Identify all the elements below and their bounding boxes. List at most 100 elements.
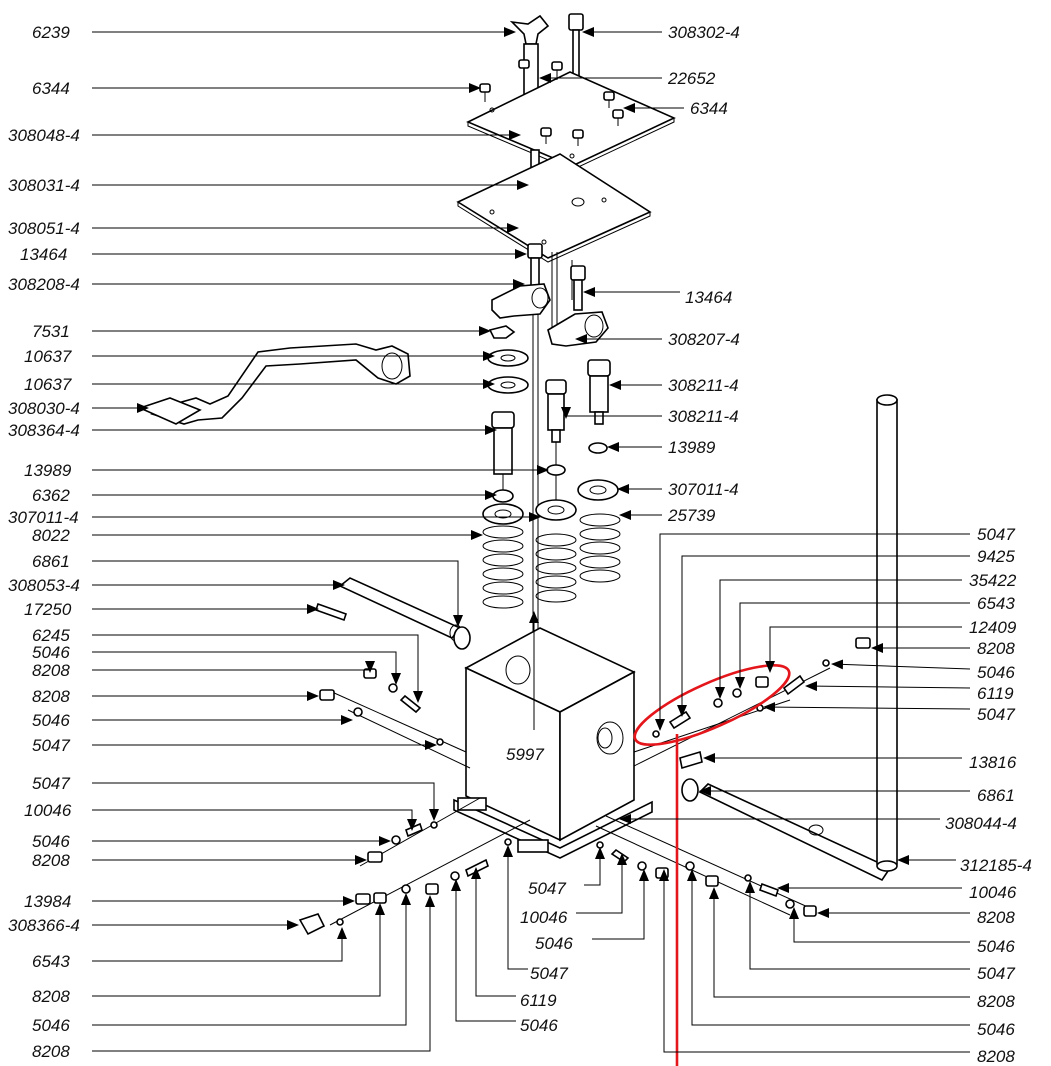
part-label-308208-4: 308208-4: [8, 275, 80, 294]
washer-10637-b: [487, 376, 529, 394]
part-label-22652: 22652: [667, 69, 716, 88]
part-label-308364-4: 308364-4: [8, 421, 80, 440]
part-label-6119-b: 6119: [520, 991, 557, 1010]
part-label-6344-a: 6344: [32, 79, 70, 98]
part-label-13816: 13816: [969, 753, 1017, 772]
part-label-5046-b: 5046: [32, 711, 70, 730]
cam-308208-4: [491, 283, 551, 319]
part-label-5047-f: 5047: [528, 879, 566, 898]
part-label-307011-4-b: 307011-4: [668, 480, 739, 499]
leader-lines: [92, 27, 971, 1053]
part-label-308207-4: 308207-4: [668, 330, 740, 349]
part-label-9425: 9425: [977, 547, 1015, 566]
tube-312185-4: [876, 394, 898, 872]
shaft-right: [698, 783, 892, 882]
part-label-5046-i: 5046: [520, 1016, 558, 1035]
part-label-12409: 12409: [969, 618, 1017, 637]
part-label-308053-4: 308053-4: [8, 576, 80, 595]
shaft-308053-4: [314, 577, 471, 650]
part-label-308030-4: 308030-4: [8, 399, 80, 418]
part-label-10046-c: 10046: [520, 908, 568, 927]
part-label-6543-b: 6543: [977, 594, 1015, 613]
part-label-8208-c: 8208: [32, 851, 70, 870]
part-label-10637-b: 10637: [24, 375, 72, 394]
part-label-6362: 6362: [32, 486, 70, 505]
part-label-308302-4: 308302-4: [668, 23, 740, 42]
part-label-8022: 8022: [32, 526, 70, 545]
part-label-8208-f: 8208: [977, 639, 1015, 658]
part-label-10637-a: 10637: [24, 347, 72, 366]
part-label-308048-4: 308048-4: [8, 126, 80, 145]
spring-25739: [579, 513, 621, 583]
part-label-13989-a: 13989: [24, 461, 72, 480]
part-label-6119-a: 6119: [977, 684, 1014, 703]
part-label-312185-4: 312185-4: [960, 856, 1032, 875]
spring-8022: [482, 525, 524, 609]
part-label-13464-a: 13464: [20, 245, 67, 264]
part-label-10046-b: 10046: [969, 883, 1017, 902]
part-label-13989-b: 13989: [668, 438, 716, 457]
plate-308051-4: [456, 153, 652, 259]
part-label-25739: 25739: [667, 506, 716, 525]
plunger-308364-4: [491, 411, 515, 494]
plunger-308211-4-a: [587, 359, 611, 425]
part-label-5047-c: 5047: [977, 525, 1015, 544]
part-label-6861-a: 6861: [32, 552, 70, 571]
labels-left: 6239 6344 308048-4 308031-4 308051-4 13464 308…: [8, 23, 80, 1061]
part-label-5046-g: 5046: [977, 1020, 1015, 1039]
part-label-8208-i: 8208: [977, 1047, 1015, 1066]
part-label-7531: 7531: [32, 322, 70, 341]
part-label-6344-b: 6344: [690, 99, 728, 118]
housing-box: [453, 627, 653, 859]
part-label-308211-4-b: 308211-4: [668, 407, 739, 426]
part-label-307011-4-a: 307011-4: [8, 508, 79, 527]
clip-7531: [488, 325, 516, 339]
part-label-5046-a: 5046: [32, 643, 70, 662]
highlight-ring: [633, 664, 791, 746]
part-label-10046-a: 10046: [24, 801, 72, 820]
part-label-8208-g: 8208: [977, 908, 1015, 927]
part-label-5047-d: 5047: [977, 705, 1015, 724]
part-label-308051-4: 308051-4: [8, 219, 80, 238]
assembly-drawing: [137, 13, 898, 1066]
socket-screw-13464: [527, 243, 543, 259]
part-label-5047-a: 5047: [32, 736, 70, 755]
part-label-308211-4-a: 308211-4: [668, 376, 739, 395]
cam-308207-4: [547, 311, 609, 347]
part-label-5046-f: 5046: [977, 937, 1015, 956]
part-label-6543-a: 6543: [32, 952, 70, 971]
top-plate-308048-4: [466, 71, 676, 167]
part-label-13984: 13984: [24, 892, 71, 911]
screws-6344: [479, 59, 624, 159]
plunger-308211-4-b: [545, 379, 567, 506]
part-label-308044-4: 308044-4: [945, 814, 1017, 833]
spring-center: [535, 533, 577, 603]
part-label-8208-e: 8208: [32, 1042, 70, 1061]
part-label-308366-4: 308366-4: [8, 916, 80, 935]
part-label-5997: 5997: [506, 745, 544, 764]
part-label-35422: 35422: [969, 571, 1017, 590]
part-label-8208-h: 8208: [977, 992, 1015, 1011]
part-label-5046-e: 5046: [977, 663, 1015, 682]
part-label-5046-d: 5046: [32, 1016, 70, 1035]
part-label-5046-c: 5046: [32, 832, 70, 851]
part-label-13464-b: 13464: [685, 288, 732, 307]
washer-10637-a: [487, 349, 529, 367]
part-label-8208-b: 8208: [32, 687, 70, 706]
spring-cap-307011-4-a: [577, 479, 619, 501]
part-label-5047-b: 5047: [32, 774, 70, 793]
part-label-5046-h: 5046: [535, 934, 573, 953]
part-label-8208-a: 8208: [32, 661, 70, 680]
pedal-lever-308030-4: [137, 343, 411, 425]
part-label-8208-d: 8208: [32, 987, 70, 1006]
part-label-17250: 17250: [24, 600, 72, 619]
part-label-308031-4: 308031-4: [8, 176, 80, 195]
part-label-6861-b: 6861: [977, 786, 1015, 805]
part-label-5047-e: 5047: [977, 964, 1015, 983]
part-label-6239: 6239: [32, 23, 70, 42]
fittings: [298, 637, 871, 936]
part-label-6245: 6245: [32, 626, 70, 645]
labels-right: 308302-4 22652 6344 13464 308207-4 308211-4 30…: [667, 23, 1032, 1066]
